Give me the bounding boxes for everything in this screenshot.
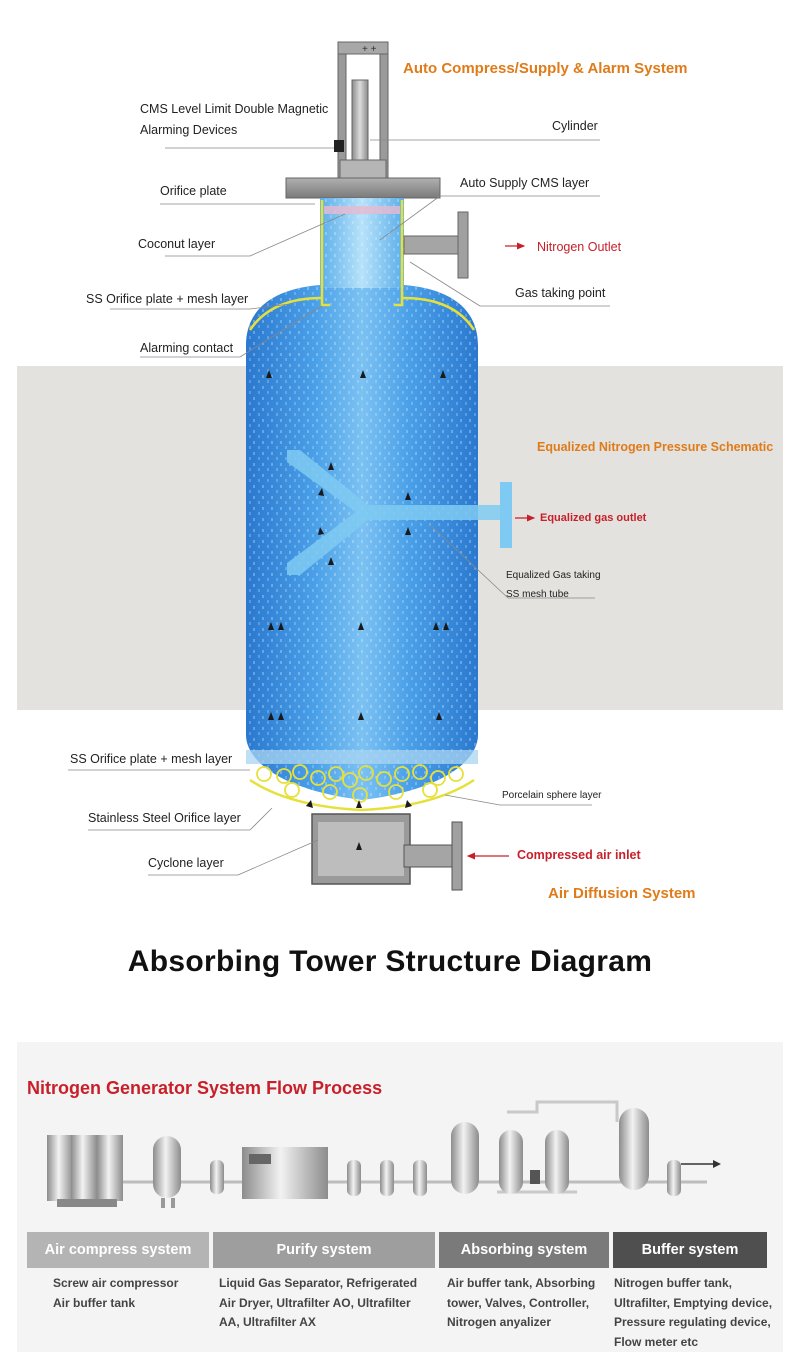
diagram-title: Absorbing Tower Structure Diagram [127,945,653,978]
system-desc-absorbing: Air buffer tank, Absorbing tower, Valves… [447,1276,596,1329]
orifice-plate-label: Orifice plate [160,184,227,198]
leader-lines [68,139,610,876]
auto-supply-label: Auto Supply CMS layer [460,176,590,190]
nitrogen-buffer-tank [619,1108,649,1190]
equalized-y-tube [287,450,500,575]
system-desc-buffer: Nitrogen buffer tank, Ultrafilter, Empty… [614,1276,773,1349]
cyclone-label: Cyclone layer [148,856,224,870]
system-header-purify: Purify system [213,1232,435,1268]
stainless-label: Stainless Steel Orifice layer [88,811,241,825]
equalized-outlet-label: Equalized gas outlet [540,512,647,524]
auto-system-header: Auto Compress/Supply & Alarm System [403,60,688,77]
buffer-ultrafilter [667,1160,681,1196]
equalized-header: Equalized Nitrogen Pressure Schematic [537,440,774,454]
air-buffer-tank [153,1136,181,1198]
cylinder-frame: + + [334,41,389,206]
absorbing-air-buffer-tank [451,1122,479,1194]
top-mesh-line [248,296,476,331]
cms-top-layer [324,206,400,214]
screw-air-compressor [47,1135,73,1201]
absorbing-tower-left [499,1130,523,1194]
liquid-gas-separator [210,1160,224,1194]
ss-orifice-top-label: SS Orifice plate + mesh layer [86,292,249,306]
flow-process-panel: Nitrogen Generator System Flow Process A… [17,1042,783,1352]
nitrogen-outlet-pipe [403,235,459,255]
cms-level-label: CMS Level Limit Double Magnetic Alarming… [140,102,329,137]
equalized-tube-label: Equalized Gas taking SS mesh tube [506,570,601,600]
porcelain-label: Porcelain sphere layer [502,790,602,801]
ultrafilter-ax [413,1160,427,1196]
system-desc-purify: Liquid Gas Separator, Refrigerated Air D… [219,1276,418,1329]
ss-orifice-bottom-label: SS Orifice plate + mesh layer [70,752,233,766]
coconut-label: Coconut layer [138,237,216,251]
flow-equipment-illustration [47,1100,721,1208]
top-flange [285,177,441,199]
cylinder-label: Cylinder [552,119,598,133]
flow-title: Nitrogen Generator System Flow Process [27,1078,383,1098]
absorbing-tower-right [545,1130,569,1194]
system-header-air-compress: Air compress system [27,1232,209,1268]
flow-arrows [266,370,449,850]
air-diffusion-header: Air Diffusion System [548,885,696,902]
bottom-orifice-line [249,778,475,812]
bottom-mesh-band [246,750,478,764]
ultrafilter-aa [380,1160,394,1196]
system-header-absorbing: Absorbing system [439,1232,609,1268]
gas-taking-label: Gas taking point [515,286,606,300]
air-inlet-pipe [403,844,453,868]
ultrafilter-ao [347,1160,361,1196]
system-header-buffer: Buffer system [613,1232,767,1268]
nitrogen-outlet-label: Nitrogen Outlet [537,240,622,254]
svg-text:+ +: + + [362,44,377,55]
absorbing-tower-diagram: + + [17,41,783,891]
system-desc-air-compress: Screw air compressor Air buffer tank [53,1276,179,1310]
compressed-inlet-label: Compressed air inlet [517,848,641,862]
alarming-contact-label: Alarming contact [140,341,234,355]
porcelain-spheres [256,764,464,803]
alarm-contact-line [320,200,404,307]
